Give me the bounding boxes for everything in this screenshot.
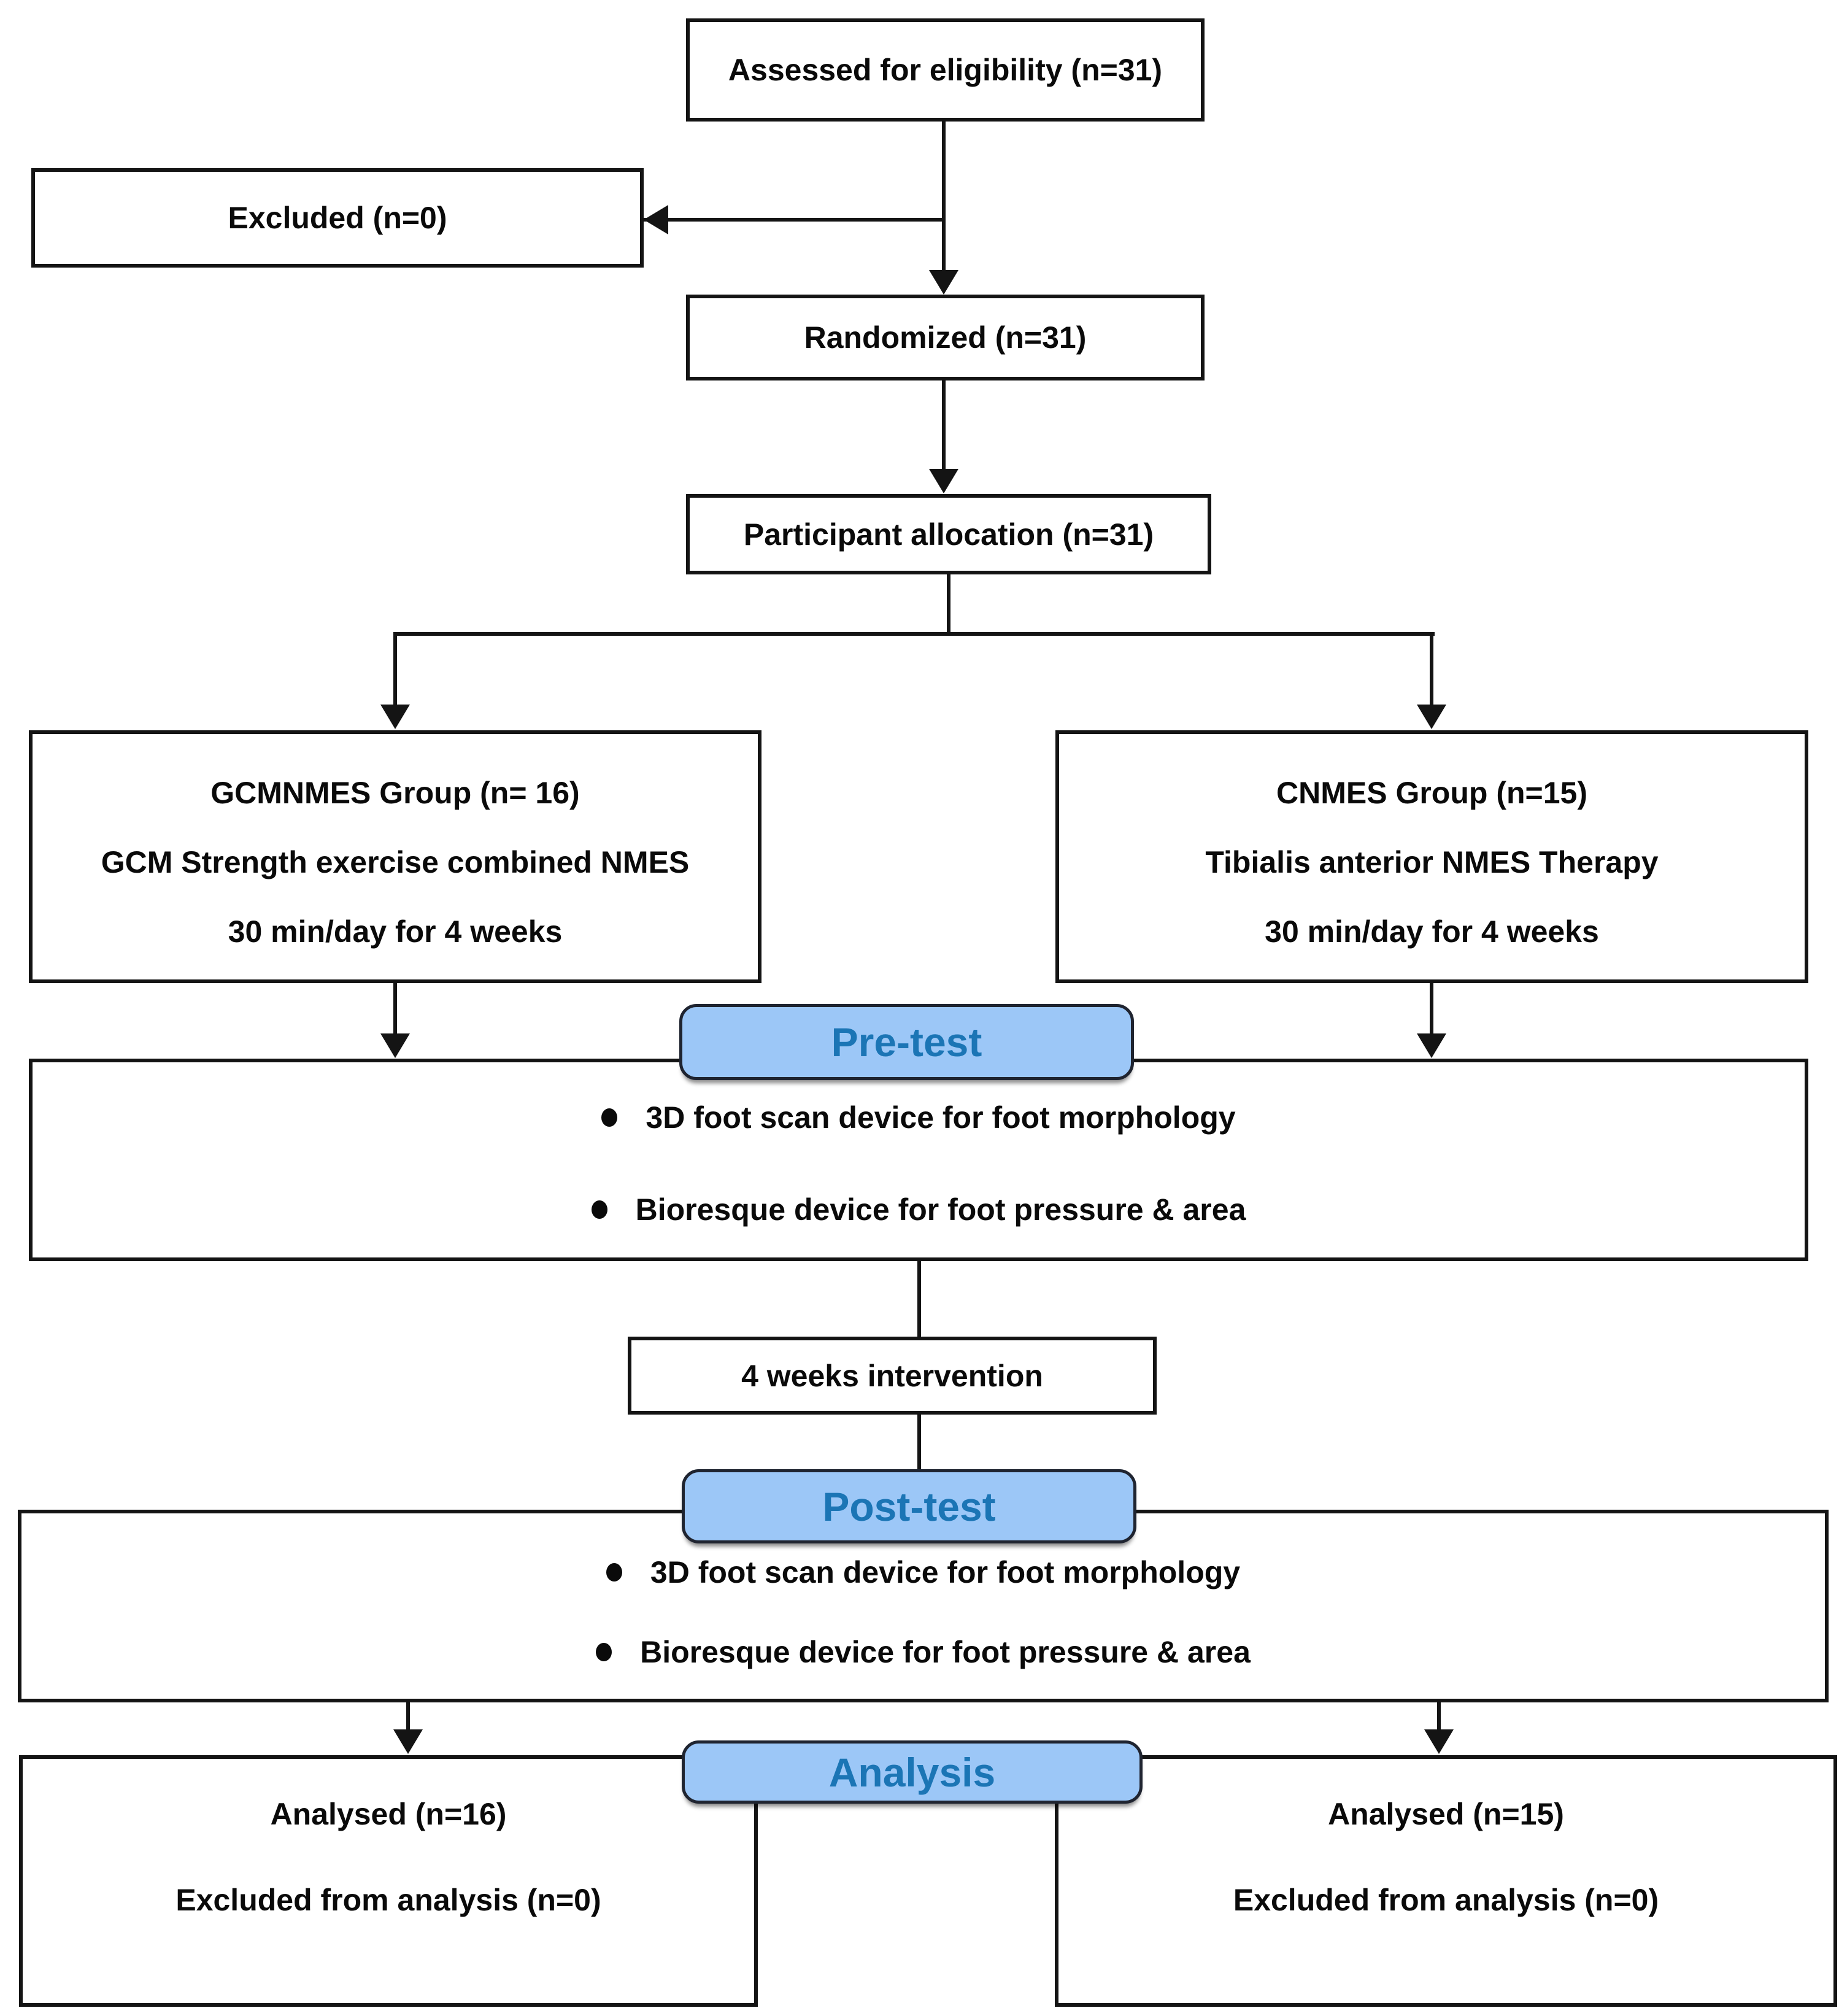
connector-allocation-split (947, 574, 950, 633)
assessed-label: Assessed for eligibility (n=31) (728, 53, 1163, 87)
excluded-label: Excluded (n=0) (228, 201, 447, 235)
pretest-item-row: 3D foot scan device for foot morphology (601, 1090, 1236, 1145)
arrowhead-into-group-right-icon (1417, 705, 1446, 729)
allocation-label: Participant allocation (n=31) (743, 517, 1154, 552)
analysis-pill: Analysis (682, 1740, 1143, 1804)
connector-pretest-intervention (917, 1261, 921, 1337)
assessed-box: Assessed for eligibility (n=31) (686, 18, 1205, 122)
bullet-icon (601, 1108, 618, 1127)
connector-group-right-pretest (1430, 983, 1433, 1037)
arrowhead-into-analysed-left-icon (393, 1729, 423, 1754)
group-left-dose: 30 min/day for 4 weeks (228, 914, 563, 949)
posttest-item-row: 3D foot scan device for foot morphology (606, 1544, 1240, 1601)
posttest-item-2: Bioresque device for foot pressure & are… (640, 1635, 1251, 1669)
posttest-item-1: 3D foot scan device for foot morphology (650, 1555, 1241, 1589)
group-right-box: CNMES Group (n=15) Tibialis anterior NME… (1055, 730, 1808, 983)
group-right-desc: Tibialis anterior NMES Therapy (1205, 845, 1659, 879)
bullet-icon (596, 1643, 612, 1661)
arrowhead-into-randomized-icon (929, 270, 958, 295)
randomized-label: Randomized (n=31) (804, 320, 1087, 355)
allocation-box: Participant allocation (n=31) (686, 494, 1211, 574)
split-right-branch (1430, 632, 1433, 705)
connector-posttest-analysed-right (1437, 1702, 1441, 1733)
split-horizontal-line (393, 632, 1435, 636)
analysis-pill-label: Analysis (828, 1749, 996, 1795)
connector-to-excluded (644, 218, 946, 222)
connector-assessed-randomized (942, 122, 946, 274)
connector-group-left-pretest (393, 983, 397, 1037)
bullet-icon (606, 1563, 622, 1582)
group-left-title: GCMNMES Group (n= 16) (210, 776, 580, 810)
arrowhead-into-analysed-right-icon (1424, 1729, 1454, 1754)
connector-intervention-posttest (917, 1415, 921, 1471)
group-right-title: CNMES Group (n=15) (1276, 776, 1587, 810)
arrowhead-into-pretest-left-icon (380, 1033, 410, 1058)
pretest-box: 3D foot scan device for foot morphology … (29, 1059, 1808, 1261)
pretest-pill: Pre-test (679, 1004, 1134, 1080)
arrowhead-into-group-left-icon (380, 705, 410, 729)
arrowhead-into-pretest-right-icon (1417, 1033, 1446, 1058)
pretest-item-row: Bioresque device for foot pressure & are… (591, 1182, 1246, 1237)
pretest-item-2: Bioresque device for foot pressure & are… (635, 1192, 1246, 1227)
analysed-right-box: Analysed (n=15) Excluded from analysis (… (1055, 1755, 1837, 2007)
connector-posttest-analysed-left (406, 1702, 410, 1733)
analysed-right-excluded: Excluded from analysis (n=0) (1233, 1883, 1659, 1917)
connector-randomized-allocation (942, 380, 946, 473)
analysed-left-box: Analysed (n=16) Excluded from analysis (… (19, 1755, 758, 2007)
arrowhead-into-excluded-icon (644, 205, 668, 234)
pretest-item-1: 3D foot scan device for foot morphology (646, 1100, 1236, 1135)
group-left-desc: GCM Strength exercise combined NMES (101, 845, 690, 879)
analysed-left-excluded: Excluded from analysis (n=0) (175, 1883, 601, 1917)
intervention-box: 4 weeks intervention (628, 1337, 1157, 1415)
arrowhead-into-allocation-icon (929, 469, 958, 493)
posttest-pill: Post-test (682, 1469, 1136, 1543)
analysed-left-count: Analysed (n=16) (270, 1797, 507, 1831)
pretest-pill-label: Pre-test (831, 1019, 982, 1065)
randomized-box: Randomized (n=31) (686, 295, 1205, 380)
group-right-dose: 30 min/day for 4 weeks (1265, 914, 1599, 949)
intervention-label: 4 weeks intervention (741, 1358, 1043, 1393)
bullet-icon (591, 1200, 607, 1219)
posttest-item-row: Bioresque device for foot pressure & are… (596, 1624, 1251, 1680)
split-left-branch (393, 632, 397, 705)
group-left-box: GCMNMES Group (n= 16) GCM Strength exerc… (29, 730, 761, 983)
excluded-box: Excluded (n=0) (31, 168, 644, 268)
analysed-right-count: Analysed (n=15) (1328, 1797, 1564, 1831)
posttest-pill-label: Post-test (822, 1483, 996, 1529)
